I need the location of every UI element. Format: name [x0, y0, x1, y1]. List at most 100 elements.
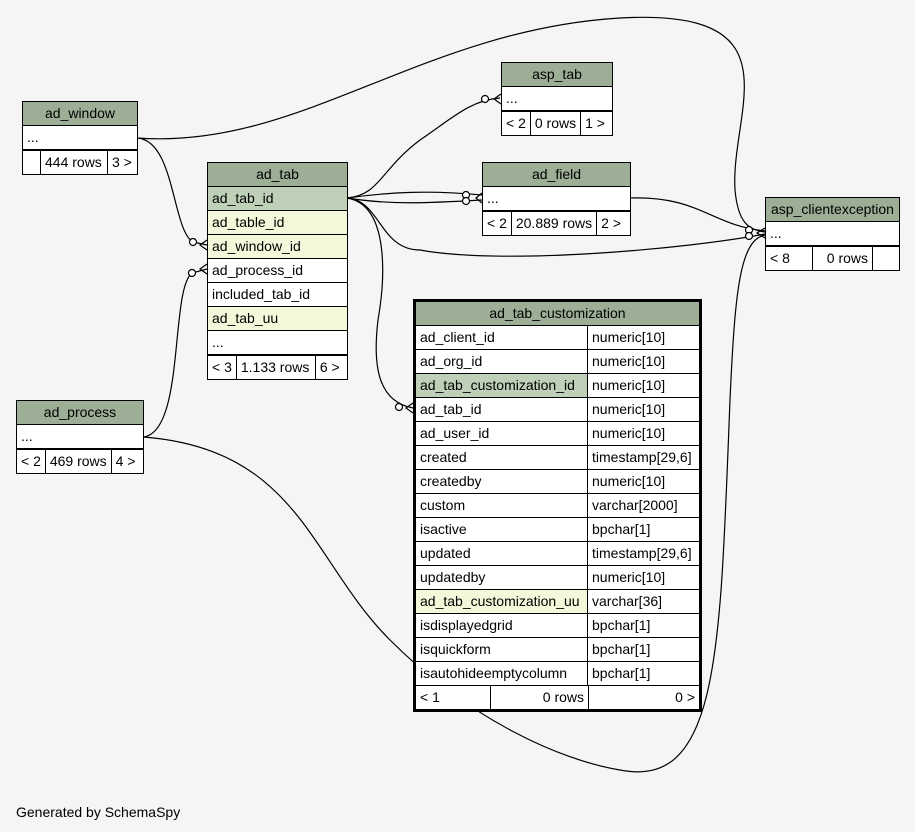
table-footer: < 1 0 rows 0 >	[416, 686, 699, 709]
column-type: numeric[10]	[588, 398, 699, 422]
edge-clientexception-end-2	[744, 231, 754, 241]
column-ad_tab_customization_uu: ad_tab_customization_uu	[416, 590, 588, 614]
column-isactive: isactive	[416, 518, 588, 542]
column-type: numeric[10]	[588, 326, 699, 350]
edge-window-tab	[136, 137, 208, 246]
column-type: numeric[10]	[588, 374, 699, 398]
edge-window-clientexception	[136, 16, 766, 233]
footer-children[interactable]: 3 >	[112, 154, 132, 170]
footer-row-count: 469 rows	[46, 450, 112, 473]
table-ad_tab[interactable]: ad_tab ad_tab_id ad_table_id ad_window_i…	[207, 162, 348, 380]
footer-parents[interactable]: < 3	[208, 356, 237, 379]
table-header: asp_tab	[502, 63, 612, 87]
column-custom: custom	[416, 494, 588, 518]
footer-children[interactable]: 1 >	[585, 115, 605, 131]
table-header: ad_field	[483, 163, 630, 187]
column-ad_org_id: ad_org_id	[416, 350, 588, 374]
edge-tab-customization-end	[394, 402, 404, 412]
column-type: bpchar[1]	[588, 614, 699, 638]
edge-tab-asptab-end	[480, 94, 490, 104]
column-type: numeric[10]	[588, 350, 699, 374]
table-header: asp_clientexception	[766, 198, 899, 222]
column-ellipsis: ...	[17, 425, 143, 449]
column-createdby: createdby	[416, 470, 588, 494]
edge-process-tab-end	[187, 268, 197, 278]
footer-children[interactable]: 2 >	[601, 215, 621, 231]
table-header: ad_process	[17, 401, 143, 425]
footer-parents[interactable]: < 1	[416, 686, 491, 709]
table-header: ad_tab	[208, 163, 347, 187]
footer-children[interactable]: 0 >	[675, 689, 695, 705]
table-ad_window[interactable]: ad_window ... 444 rows 3 >	[22, 101, 138, 175]
table-ad_process[interactable]: ad_process ... < 2 469 rows 4 >	[16, 400, 144, 474]
column-type: numeric[10]	[588, 470, 699, 494]
footer-row-count: 0 rows	[531, 112, 582, 135]
column-ad_user_id: ad_user_id	[416, 422, 588, 446]
edge-window-tab-end	[188, 237, 198, 247]
footer-parents[interactable]: < 8	[766, 247, 813, 270]
column-type: bpchar[1]	[588, 518, 699, 542]
column-isautohideemptycolumn: isautohideemptycolumn	[416, 662, 588, 686]
edge-tab-customization-crow	[404, 402, 414, 414]
footer-row-count: 0 rows	[813, 247, 873, 270]
footer-row-count: 0 rows	[491, 686, 589, 709]
footer-children[interactable]: 4 >	[115, 453, 136, 469]
edge-process-clientexception	[143, 234, 766, 773]
footer-parents	[23, 151, 41, 174]
column-type: varchar[2000]	[588, 494, 699, 518]
generated-by-note: Generated by SchemaSpy	[16, 804, 181, 820]
column-type: timestamp[29,6]	[588, 446, 699, 470]
footer-row-count: 1.133 rows	[237, 356, 316, 379]
table-asp_clientexception[interactable]: asp_clientexception ... < 8 0 rows	[765, 197, 900, 271]
column-ad_tab_id: ad_tab_id	[416, 398, 588, 422]
column-updated: updated	[416, 542, 588, 566]
column-created: created	[416, 446, 588, 470]
edge-tab-field-2	[346, 197, 483, 204]
edge-process-tab-crow	[198, 263, 208, 275]
column-ellipsis: ...	[766, 222, 899, 246]
edge-tab-field-end-2	[461, 196, 471, 206]
edge-tab-clientexception	[346, 197, 766, 257]
column-type: bpchar[1]	[588, 662, 699, 686]
footer-row-count: 20.889 rows	[512, 212, 598, 235]
column-ad_process_id: ad_process_id	[208, 259, 347, 283]
column-type: varchar[36]	[588, 590, 699, 614]
column-ad_window_id: ad_window_id	[208, 235, 347, 259]
table-asp_tab[interactable]: asp_tab ... < 2 0 rows 1 >	[501, 62, 613, 136]
column-type: timestamp[29,6]	[588, 542, 699, 566]
footer-parents[interactable]: < 2	[502, 112, 531, 135]
footer-parents[interactable]: < 2	[17, 450, 46, 473]
column-ad_tab_uu: ad_tab_uu	[208, 307, 347, 331]
column-ad_tab_id: ad_tab_id	[208, 187, 347, 211]
column-ad_tab_customization_id: ad_tab_customization_id	[416, 374, 588, 398]
footer-children	[873, 247, 881, 270]
column-type: numeric[10]	[588, 566, 699, 590]
table-ad_field[interactable]: ad_field ... < 2 20.889 rows 2 >	[482, 162, 631, 236]
column-isdisplayedgrid: isdisplayedgrid	[416, 614, 588, 638]
column-type: numeric[10]	[588, 422, 699, 446]
edge-tab-field-1	[346, 191, 483, 199]
edge-clientexception-crow	[755, 227, 766, 239]
column-included_tab_id: included_tab_id	[208, 283, 347, 307]
footer-row-count: 444 rows	[41, 151, 108, 174]
column-ellipsis: ...	[502, 87, 612, 111]
footer-parents[interactable]: < 2	[483, 212, 512, 235]
table-header: ad_tab_customization	[416, 302, 699, 326]
table-header: ad_window	[23, 102, 137, 126]
edge-process-tab	[143, 268, 208, 438]
column-type: bpchar[1]	[588, 638, 699, 662]
edge-field-clientexception	[629, 197, 766, 232]
edge-tab-asptab	[346, 97, 501, 199]
column-ad_client_id: ad_client_id	[416, 326, 588, 350]
column-ad_table_id: ad_table_id	[208, 211, 347, 235]
column-ellipsis: ...	[23, 126, 137, 150]
edge-tab-asptab-crow	[492, 93, 502, 105]
column-ellipsis: ...	[483, 187, 630, 211]
edge-tab-field-crow	[475, 192, 483, 204]
footer-children[interactable]: 6 >	[319, 359, 340, 375]
edge-window-tab-crow	[198, 239, 208, 251]
column-isquickform: isquickform	[416, 638, 588, 662]
